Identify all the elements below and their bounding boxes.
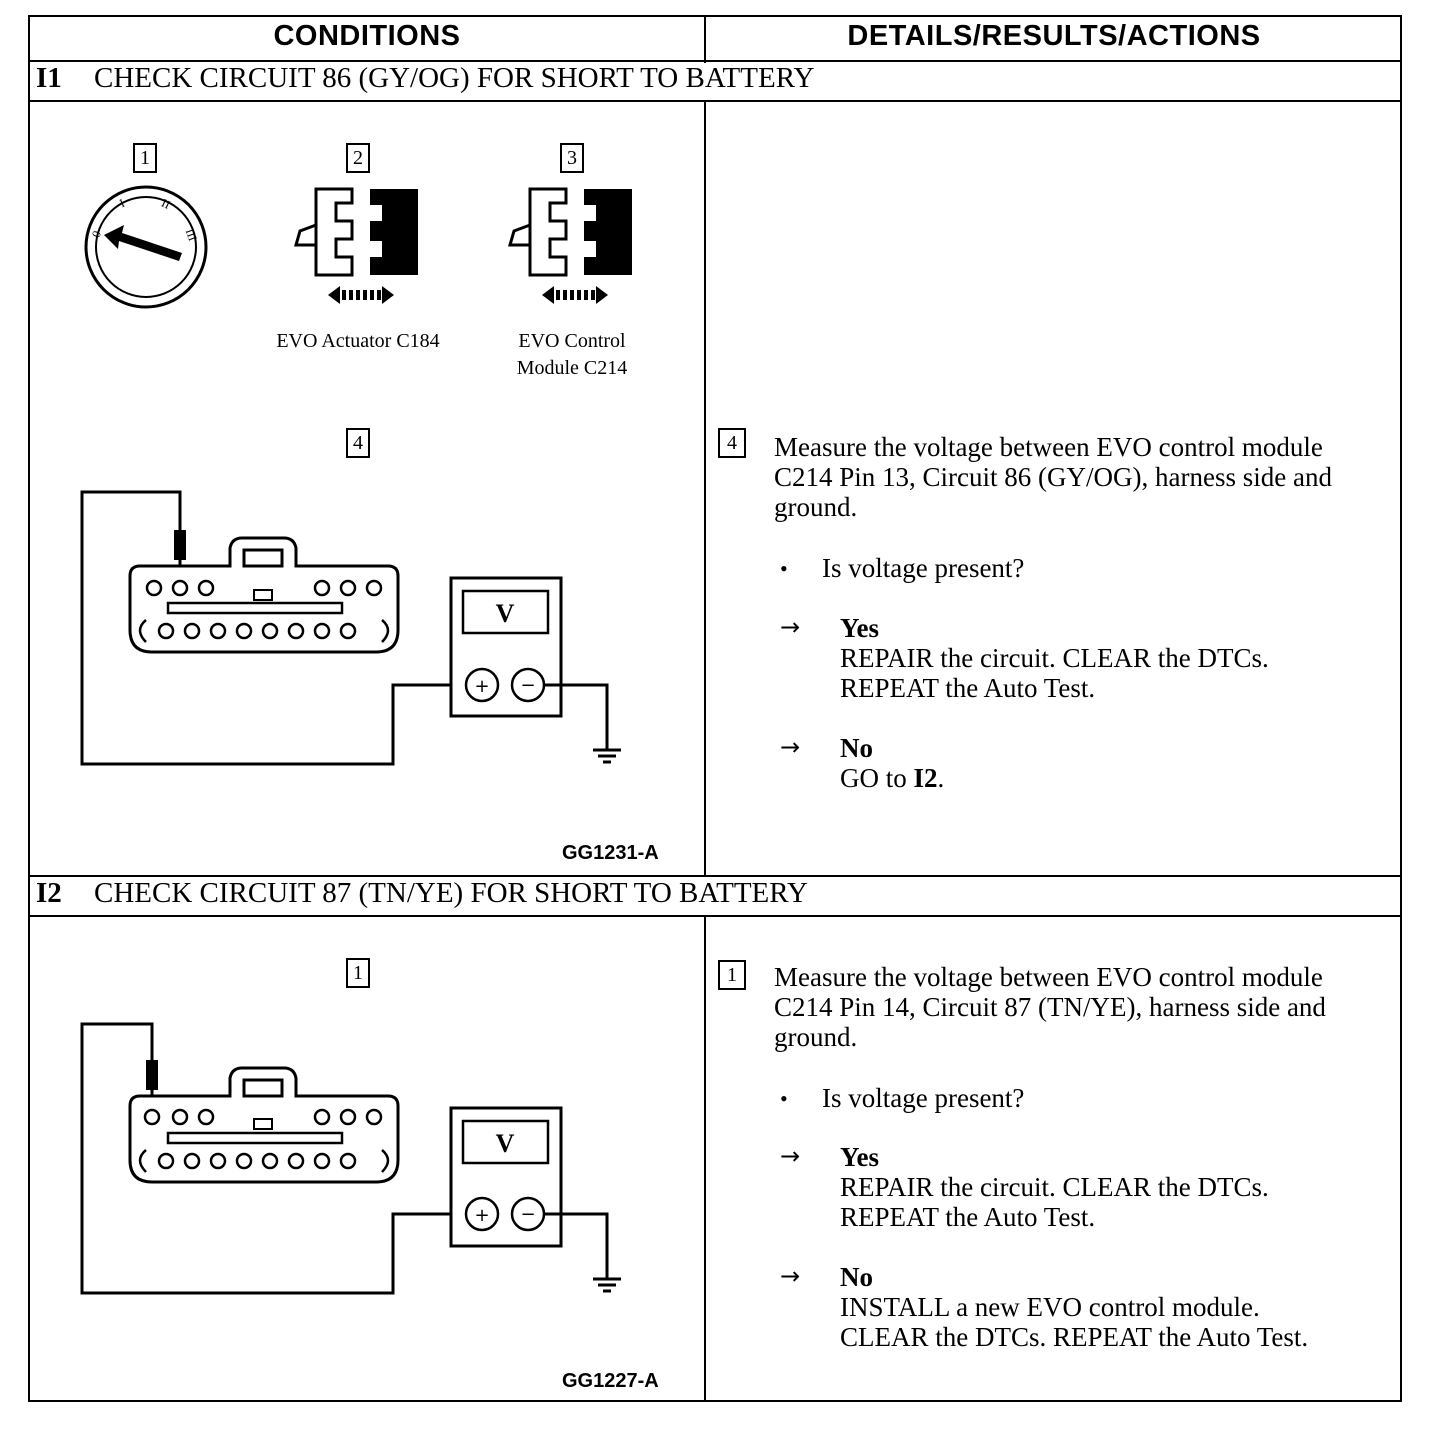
step-i1-title-row: I1 CHECK CIRCUIT 86 (GY/OG) FOR SHORT TO …: [36, 62, 814, 95]
column-divider-top: [704, 15, 706, 63]
yes-action-i1-line2: REPEAT the Auto Test.: [840, 673, 1096, 703]
question-bullet-i2: •: [780, 1086, 788, 1111]
connector-2-caption: EVO Actuator C184: [276, 330, 440, 352]
voltage-measurement-diagram-i1: V + −: [80, 490, 621, 766]
instruction-i2-line1: Measure the voltage between EVO control …: [774, 962, 1323, 992]
connector-3-caption-line2: Module C214: [516, 357, 628, 379]
yes-arrow-i1: →: [780, 613, 801, 641]
connector-3-caption: EVO Control Module C214: [472, 328, 672, 382]
header-divider: [28, 60, 1402, 62]
connector-3-caption-line1: EVO Control: [518, 330, 626, 352]
detail-step-box-i2: 1: [718, 960, 746, 990]
yes-label-i1: Yes: [840, 613, 879, 643]
figure-id-i1: GG1231-A: [562, 842, 659, 864]
i2-top-divider: [28, 875, 1402, 877]
yes-action-i2-line2: REPEAT the Auto Test.: [840, 1202, 1096, 1232]
yes-action-i1: REPAIR the circuit. CLEAR the DTCs. REPE…: [840, 643, 1380, 703]
question-i1: Is voltage present?: [822, 553, 1025, 583]
i1-title-divider: [28, 100, 1402, 102]
ignition-mark-off: 0: [89, 229, 104, 239]
question-i2: Is voltage present?: [822, 1083, 1025, 1113]
instruction-i1-line2: C214 Pin 13, Circuit 86 (GY/OG), harness…: [774, 462, 1332, 492]
i2-title-divider: [28, 915, 1402, 917]
detail-step-box-i1: 4: [718, 428, 746, 458]
no-action-i1-target: I2: [913, 763, 938, 793]
ignition-mark-3: III: [183, 227, 200, 243]
yes-action-i1-line1: REPAIR the circuit. CLEAR the DTCs.: [840, 643, 1269, 673]
instruction-i1-line3: ground.: [774, 492, 858, 522]
step-i2-title: CHECK CIRCUIT 87 (TN/YE) FOR SHORT TO BA…: [94, 877, 808, 909]
svg-text:+: +: [474, 676, 489, 697]
figure-id-i2: GG1227-A: [562, 1370, 659, 1392]
ignition-switch-icon: 0 I II III: [84, 185, 208, 309]
no-action-i1-text: GO to: [840, 763, 914, 793]
figure-step-box-4: 4: [346, 428, 370, 458]
instruction-i1-line1: Measure the voltage between EVO control …: [774, 432, 1323, 462]
yes-arrow-i2: →: [780, 1142, 801, 1170]
meter-v-label-i2: V: [496, 1129, 515, 1158]
yes-action-i2: REPAIR the circuit. CLEAR the DTCs. REPE…: [840, 1172, 1380, 1232]
connector-disconnect-icon: [294, 187, 418, 304]
question-bullet-i1: •: [780, 556, 788, 581]
no-action-i2-line1: INSTALL a new EVO control module.: [840, 1292, 1260, 1322]
step-i2-title-row: I2 CHECK CIRCUIT 87 (TN/YE) FOR SHORT TO …: [36, 877, 808, 910]
instruction-i2-line3: ground.: [774, 1022, 858, 1052]
no-label-i1: No: [840, 733, 873, 763]
svg-text:−: −: [520, 675, 535, 696]
header-conditions: CONDITIONS: [273, 20, 461, 52]
figure-step-box-3: 3: [560, 143, 584, 173]
svg-text:+: +: [474, 1205, 489, 1226]
connector-disconnect-icon: [508, 187, 632, 304]
yes-label-i2: Yes: [840, 1142, 879, 1172]
no-action-i2-line2: CLEAR the DTCs. REPEAT the Auto Test.: [840, 1322, 1309, 1352]
no-action-i1-period: .: [937, 763, 945, 793]
yes-action-i2-line1: REPAIR the circuit. CLEAR the DTCs.: [840, 1172, 1269, 1202]
no-action-i1: GO to I2.: [840, 763, 944, 793]
voltage-measurement-diagram-i2: V + −: [80, 1022, 621, 1295]
step-i1-title: CHECK CIRCUIT 86 (GY/OG) FOR SHORT TO BA…: [94, 62, 815, 94]
figure-step-box-1: 1: [133, 143, 157, 173]
step-i2-id: I2: [36, 877, 62, 909]
column-divider-i1: [704, 100, 706, 877]
ignition-mark-1: I: [117, 196, 127, 210]
meter-v-label: V: [496, 599, 515, 628]
svg-text:−: −: [520, 1204, 535, 1225]
no-arrow-i2: →: [780, 1262, 801, 1290]
column-divider-i2: [704, 915, 706, 1402]
no-arrow-i1: →: [780, 733, 801, 761]
instruction-i1: Measure the voltage between EVO control …: [774, 432, 1394, 522]
instruction-i2: Measure the voltage between EVO control …: [774, 962, 1394, 1052]
step-i1-id: I1: [36, 62, 62, 94]
no-action-i2: INSTALL a new EVO control module. CLEAR …: [840, 1292, 1390, 1352]
instruction-i2-line2: C214 Pin 14, Circuit 87 (TN/YE), harness…: [774, 992, 1326, 1022]
figure-step-box-2: 2: [346, 143, 370, 173]
no-label-i2: No: [840, 1262, 873, 1292]
diagnostic-table: [28, 15, 1402, 1402]
header-details: DETAILS/RESULTS/ACTIONS: [847, 20, 1261, 52]
figure-step-box-i2-1: 1: [346, 958, 370, 988]
